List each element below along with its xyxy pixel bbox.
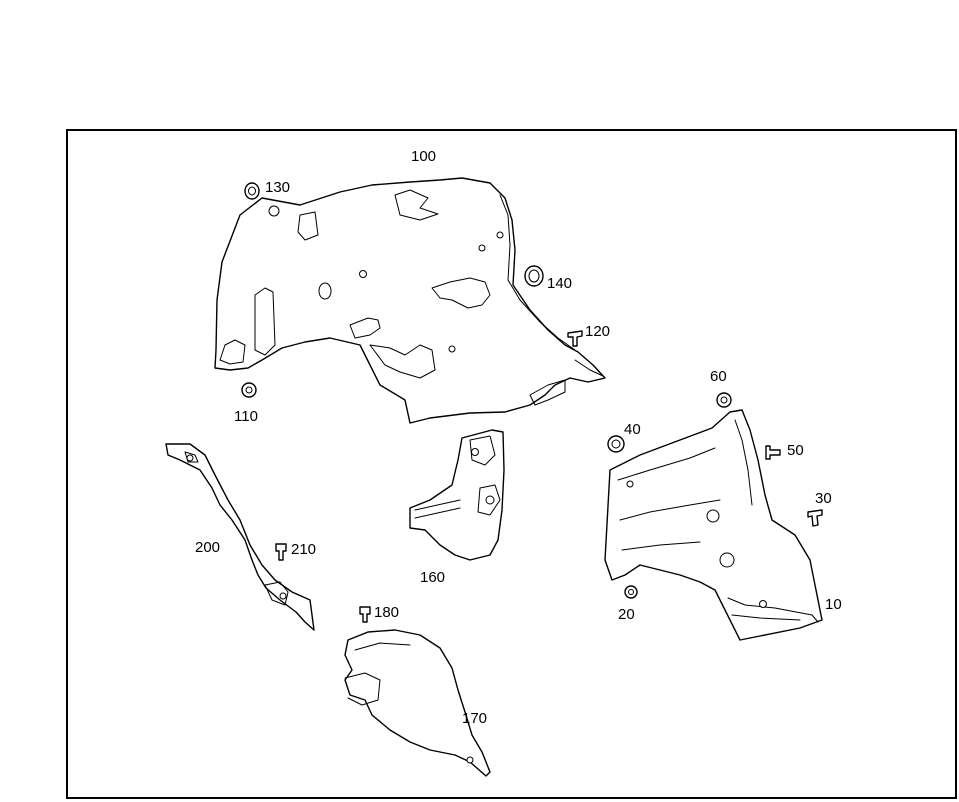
label-130: 130 — [265, 179, 290, 196]
part-140-grommet[interactable] — [524, 265, 544, 287]
label-60: 60 — [710, 368, 727, 385]
label-200: 200 — [195, 539, 220, 556]
part-130-grommet[interactable] — [244, 182, 260, 200]
label-210: 210 — [291, 541, 316, 558]
label-30: 30 — [815, 490, 832, 507]
label-180: 180 — [374, 604, 399, 621]
part-100-heat-shield[interactable] — [214, 177, 606, 424]
label-120: 120 — [585, 323, 610, 340]
diagram-frame — [66, 129, 957, 799]
part-120-clip[interactable] — [567, 330, 583, 347]
part-160-bracket[interactable] — [409, 429, 505, 561]
part-170-shield[interactable] — [344, 629, 491, 777]
label-160: 160 — [420, 569, 445, 586]
part-180-bolt[interactable] — [359, 606, 371, 623]
label-110: 110 — [234, 408, 258, 425]
part-110-nut[interactable] — [241, 382, 257, 398]
part-30-clip[interactable] — [807, 509, 823, 527]
part-20-nut[interactable] — [624, 585, 638, 599]
label-40: 40 — [624, 421, 641, 438]
part-10-shield[interactable] — [604, 409, 823, 641]
label-10: 10 — [825, 596, 842, 613]
label-170: 170 — [462, 710, 487, 727]
part-40-grommet[interactable] — [607, 435, 625, 453]
label-50: 50 — [787, 442, 804, 459]
label-20: 20 — [618, 606, 635, 623]
label-100: 100 — [411, 148, 436, 165]
part-200-bracket[interactable] — [165, 443, 315, 631]
part-50-clip[interactable] — [765, 445, 781, 460]
part-60-nut[interactable] — [716, 392, 732, 408]
part-210-bolt[interactable] — [275, 543, 287, 561]
label-140: 140 — [547, 275, 572, 292]
